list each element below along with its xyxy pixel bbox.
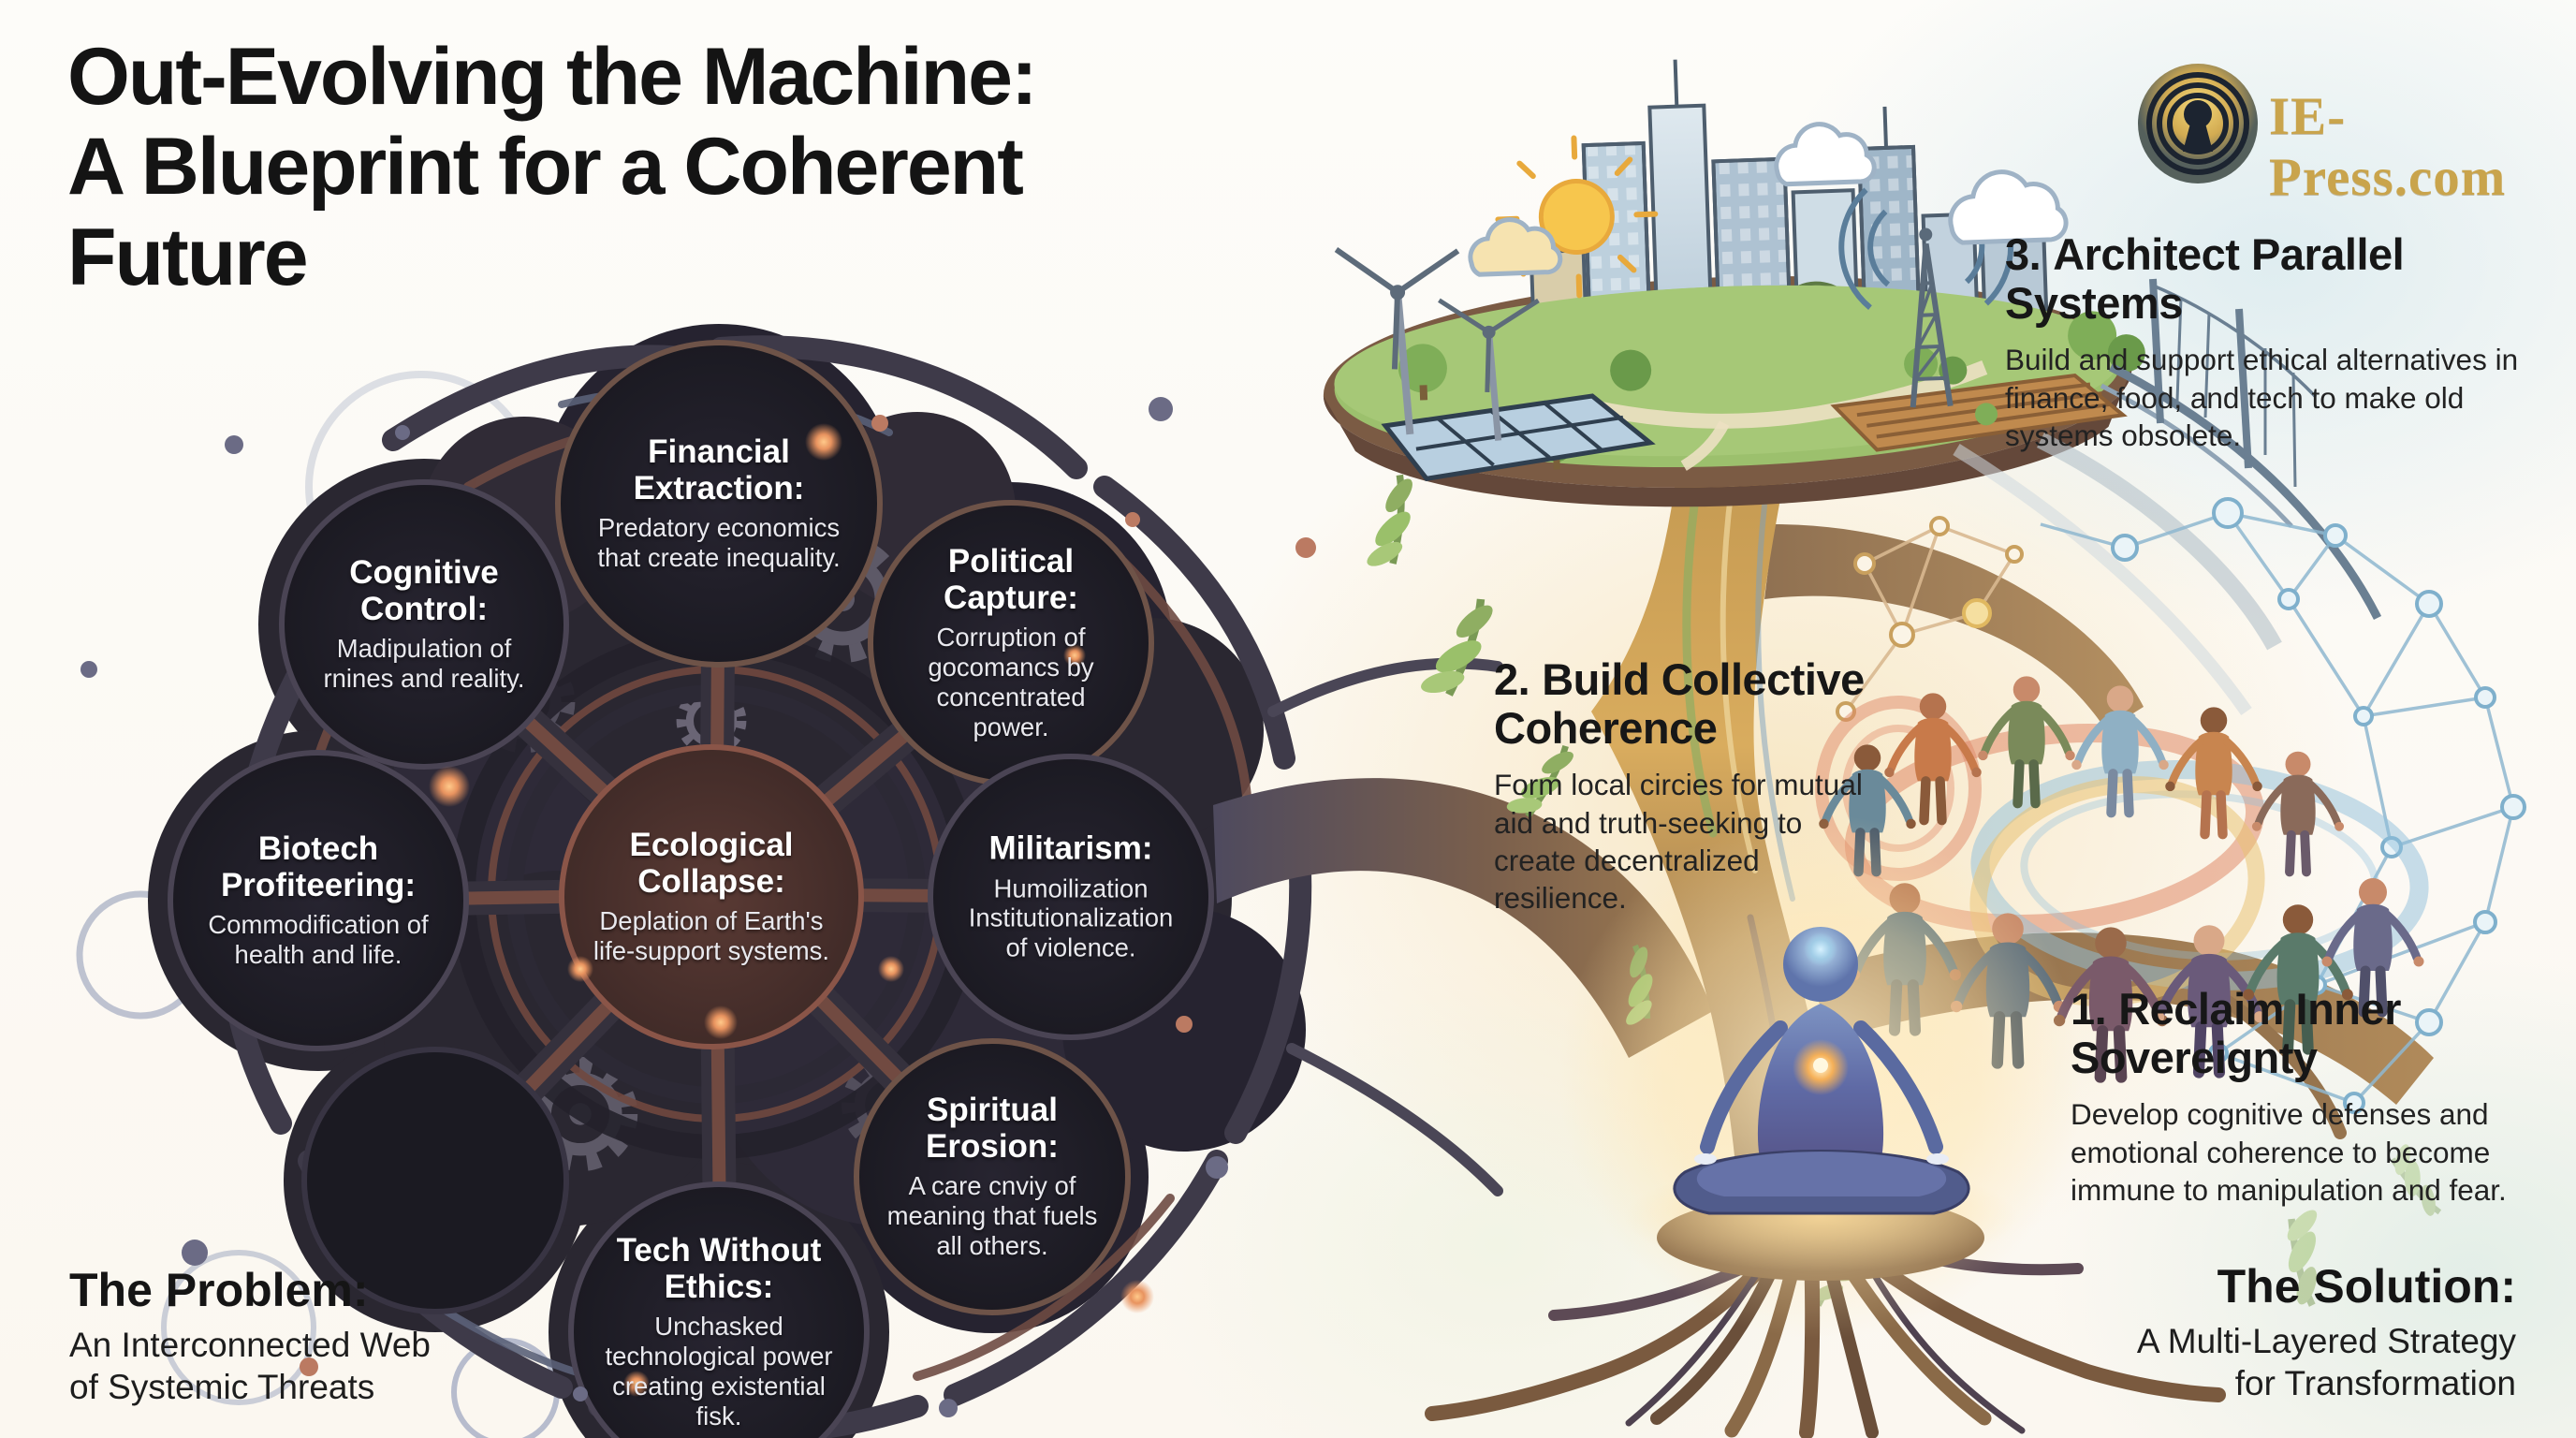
- step-architect-parallel-systems: 3.Architect Parallel Systems Build and s…: [2005, 230, 2576, 454]
- cloud-icon: [1468, 122, 2069, 277]
- step-body: Develop cognitive defenses and emotional…: [2071, 1097, 2507, 1207]
- node-militarism: Militarism: Humoilization Institutionali…: [968, 829, 1174, 962]
- node-biotech-profiteering: Biotech Profiteering: Commodification of…: [208, 830, 429, 969]
- farm-field-icon: [1830, 373, 2128, 452]
- city-island: [1323, 59, 2145, 507]
- node-financial-extraction-circle: [555, 340, 883, 668]
- node-militarism-circle: [928, 754, 1214, 1040]
- wind-turbine-icon: [1334, 247, 1540, 441]
- node-ecological-collapse: Ecological Collapse: Deplation of Earth'…: [593, 827, 830, 965]
- node-financial-extraction: Financial Extraction: Predatory economic…: [597, 433, 841, 572]
- step-build-collective-coherence: 2.Build Collective Coherence Form local …: [1494, 655, 1896, 917]
- network-mesh: [1836, 497, 2526, 1114]
- meditator: [1559, 814, 2083, 1339]
- logo-site-text: IE-Press.com: [2269, 87, 2507, 207]
- node-political-capture: Political Capture: Corruption of gocoman…: [928, 543, 1094, 741]
- node-cognitive-control: Cognitive Control: Madipulation of rnine…: [323, 554, 525, 693]
- node-spiritual-erosion: Spiritual Erosion: A care cnviy of meani…: [886, 1092, 1098, 1260]
- step-reclaim-inner-sovereignty: 1.Reclaim Inner Sovereignty Develop cogn…: [2071, 985, 2510, 1209]
- bridge-icon: [1953, 278, 2382, 716]
- node-ecological-collapse-circle: [559, 744, 864, 1049]
- step-body: Form local circies for mutual aid and tr…: [1494, 768, 1863, 916]
- node-cognitive-control-circle: [279, 479, 569, 770]
- node-tech-without-ethics: Tech Without Ethics: Unchasked technolog…: [605, 1232, 833, 1431]
- keyhole-rings-icon: [2138, 64, 2258, 183]
- node-biotech-profiteering-circle: [168, 750, 469, 1051]
- solar-panel-icon: [1381, 393, 1656, 481]
- step-title: 3.Architect Parallel Systems: [2005, 229, 2405, 328]
- step-body: Build and support ethical alternatives i…: [2005, 343, 2519, 452]
- step-title: 2.Build Collective Coherence: [1494, 654, 1865, 753]
- step-title: 1.Reclaim Inner Sovereignty: [2071, 984, 2401, 1082]
- machine-web: [76, 324, 1503, 1438]
- node-empty-circle: [301, 1047, 569, 1314]
- radio-tower-icon: [1838, 183, 2014, 408]
- problem-heading: The Problem:: [69, 1264, 369, 1316]
- page-title: Out-Evolving the Machine: A Blueprint fo…: [67, 32, 1038, 302]
- node-spiritual-erosion-circle: [854, 1038, 1131, 1315]
- solution-heading: The Solution:: [2217, 1260, 2516, 1313]
